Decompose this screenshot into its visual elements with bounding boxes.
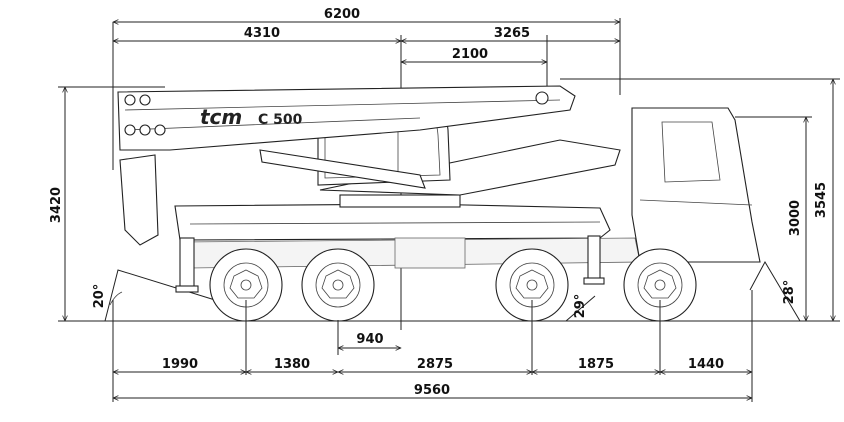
dim-label-3545: 3545	[814, 182, 829, 218]
dim-label-1990: 1990	[162, 357, 198, 372]
dim-label-3000: 3000	[788, 200, 803, 236]
model-label: C 500	[258, 112, 303, 128]
outrigger-rear	[587, 235, 601, 281]
luffing-cylinder	[259, 149, 426, 189]
dim-label-9560: 9560	[414, 383, 450, 398]
bottom-dimension-lines	[113, 290, 752, 402]
dim-940-lines	[338, 320, 401, 355]
angle-label-mid: 29°	[573, 294, 588, 319]
dim-label-3265: 3265	[494, 26, 530, 41]
turntable	[339, 194, 461, 208]
dim-label-3420: 3420	[49, 187, 64, 223]
crane-body	[117, 85, 761, 293]
dim-label-1440: 1440	[688, 357, 724, 372]
brand-logo: tcm	[200, 105, 242, 129]
top-dimension-lines	[113, 18, 620, 330]
angle-label-front: 20°	[92, 284, 107, 309]
dim-label-4310: 4310	[244, 26, 280, 41]
dim-label-940: 940	[356, 332, 383, 347]
wheel-2	[301, 248, 375, 322]
truck-cab	[631, 107, 761, 263]
dim-label-1875: 1875	[578, 357, 614, 372]
outrigger-front	[179, 237, 195, 289]
angle-label-rear: 28°	[782, 280, 797, 305]
dim-label-2100: 2100	[452, 47, 488, 62]
wheel-3	[495, 248, 569, 322]
hook-block	[119, 154, 159, 246]
wheel-1	[209, 248, 283, 322]
dim-label-2875: 2875	[417, 357, 453, 372]
wheels	[209, 248, 697, 322]
dim-label-6200: 6200	[324, 7, 360, 22]
dim-label-1380: 1380	[274, 357, 310, 372]
